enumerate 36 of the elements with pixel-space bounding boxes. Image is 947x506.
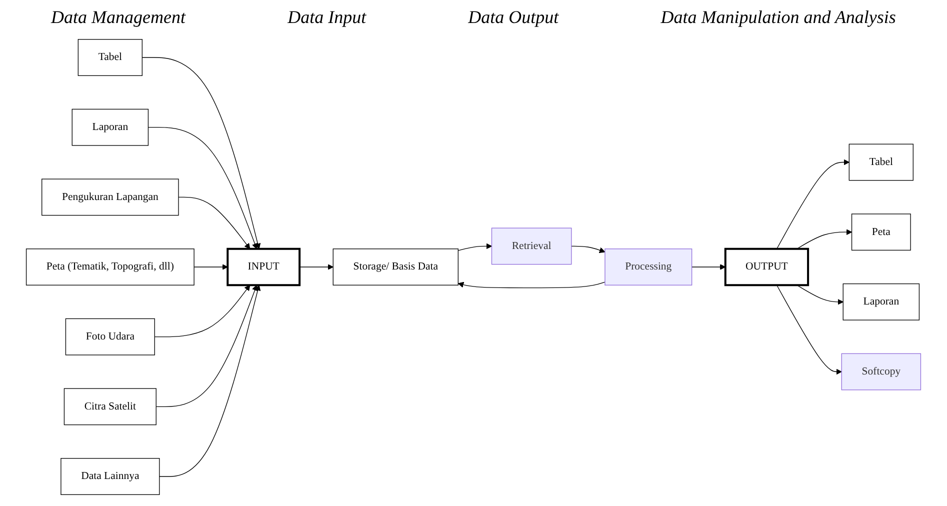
arrow (691, 264, 726, 270)
node-box: Retrieval (491, 228, 572, 265)
node-box: INPUT (226, 248, 301, 286)
arrow (571, 246, 606, 254)
node-box: Tabel (848, 144, 914, 181)
arrow (458, 282, 606, 288)
node-box: Processing (604, 248, 692, 286)
node-box: Laporan (842, 283, 920, 320)
arrow (142, 57, 261, 250)
node-box: Peta (Tematik, Topografi, dll) (26, 248, 194, 286)
node-box: OUTPUT (724, 248, 810, 286)
node-box: Softcopy (841, 353, 922, 390)
arrow (148, 127, 258, 250)
arrow (299, 264, 334, 270)
section-label: Data Input (288, 6, 366, 28)
arrow (194, 264, 228, 270)
section-label: Data Output (468, 6, 559, 28)
node-box: Citra Satelit (64, 388, 156, 426)
arrow (796, 229, 852, 250)
node-box: Tabel (78, 39, 143, 76)
arrow (178, 196, 250, 250)
arrow (458, 243, 492, 251)
node-box: Laporan (72, 108, 149, 146)
arrow (156, 284, 258, 407)
arrow (154, 284, 250, 338)
node-box: Pengukuran Lapangan (42, 178, 179, 216)
section-label: Data Management (51, 6, 186, 28)
arrow (796, 284, 844, 305)
node-box: Peta (851, 214, 911, 251)
arrow (776, 159, 850, 250)
section-label: Data Manipulation and Analysis (660, 6, 896, 28)
node-box: Storage/ Basis Data (332, 248, 458, 286)
node-box: Data Lainnya (60, 458, 160, 495)
node-box: Foto Udara (65, 318, 155, 356)
arrow (159, 284, 261, 477)
arrow (776, 284, 842, 375)
